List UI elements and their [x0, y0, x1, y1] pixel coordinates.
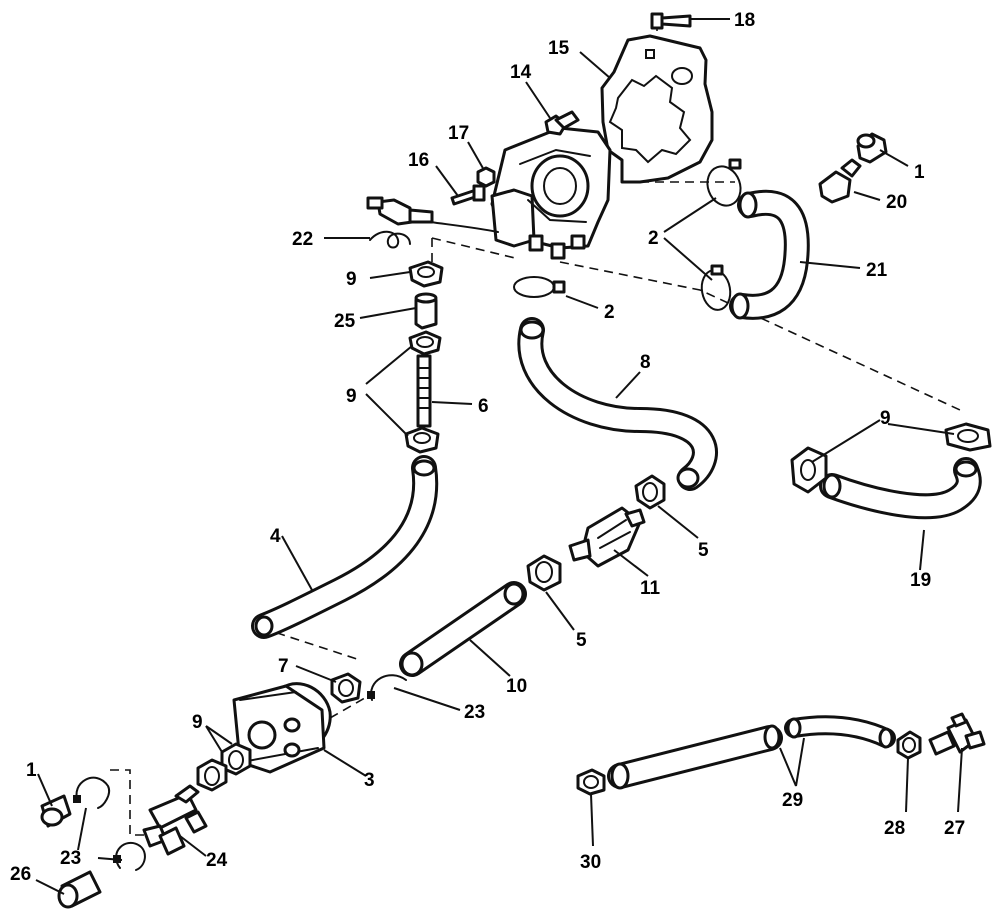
- clamp-9-c: [404, 426, 440, 454]
- mounting-bracket: [600, 34, 714, 184]
- callout-2-lower: 2: [604, 302, 615, 323]
- clamp-5-upper: [634, 474, 666, 510]
- callout-27: 27: [944, 818, 965, 839]
- callout-24: 24: [206, 850, 228, 871]
- callout-9-d: 9: [192, 712, 203, 733]
- screw-16: [450, 184, 486, 206]
- clamp-9-d-lower: [196, 758, 228, 792]
- cap-1-top: [856, 132, 888, 164]
- callout-4: 4: [270, 526, 281, 547]
- hose-4: [251, 455, 439, 639]
- callout-5-upper: 5: [698, 540, 709, 561]
- hose-21: [729, 189, 810, 320]
- clamp-28: [896, 730, 922, 760]
- callout-9-b: 9: [346, 386, 357, 407]
- callout-23-bottom: 23: [60, 848, 81, 869]
- callout-28: 28: [884, 818, 905, 839]
- clamp-2-middle: [700, 264, 732, 311]
- hose-29: [607, 715, 896, 790]
- callout-10: 10: [506, 676, 527, 697]
- clamp-7: [330, 672, 362, 704]
- hose-19: [819, 457, 982, 520]
- callout-9-a: 9: [346, 269, 357, 290]
- spring-clip-22: [369, 230, 411, 249]
- callout-8: 8: [640, 352, 651, 373]
- callout-2-upper: 2: [648, 228, 659, 249]
- callout-1-bottom: 1: [26, 760, 37, 781]
- callout-25: 25: [334, 311, 356, 332]
- clip-23-bottom-b: [113, 841, 146, 871]
- callout-9-c: 9: [880, 408, 891, 429]
- callout-26: 26: [10, 864, 31, 885]
- callout-23-upper: 23: [464, 702, 485, 723]
- callout-30: 30: [580, 852, 601, 873]
- callout-20: 20: [886, 192, 907, 213]
- callout-1-top: 1: [914, 162, 925, 183]
- clamp-5-lower: [526, 554, 562, 592]
- connector-27: [928, 712, 986, 756]
- callout-14: 14: [510, 62, 532, 83]
- primer-3: [232, 682, 332, 774]
- callout-5-lower: 5: [576, 630, 587, 651]
- callout-7: 7: [278, 656, 289, 677]
- nut-17: [476, 166, 496, 188]
- fitting-20: [818, 158, 862, 204]
- clip-23-bottom-a: [73, 776, 110, 809]
- leader-lines: [35, 18, 963, 895]
- screw-18: [650, 12, 692, 30]
- clamp-9-a: [408, 260, 444, 288]
- clamp-2-upper: [706, 158, 742, 207]
- callout-21: 21: [866, 260, 888, 281]
- callout-3: 3: [364, 770, 375, 791]
- callout-labels: 18 15 14 17 16 1 20 22 2 21 9 25 2 8 9 6…: [10, 10, 965, 885]
- clamp-9-b: [408, 330, 442, 356]
- fitting-6: [416, 354, 432, 428]
- clip-23-upper: [367, 674, 407, 701]
- callout-16: 16: [408, 150, 429, 171]
- connector-25: [414, 292, 438, 330]
- cap-1-bottom: [40, 794, 72, 828]
- sleeve-26: [57, 870, 102, 909]
- callout-11: 11: [640, 578, 661, 599]
- hose-10: [399, 581, 527, 677]
- connector-24: [142, 784, 208, 856]
- callout-17: 17: [448, 123, 469, 144]
- clamp-9-right-top: [944, 422, 992, 452]
- callout-6: 6: [478, 396, 489, 417]
- callout-18: 18: [734, 10, 755, 31]
- hose-8: [517, 317, 718, 491]
- callout-22: 22: [292, 229, 313, 250]
- callout-29: 29: [782, 790, 803, 811]
- clamp-30: [576, 768, 606, 796]
- fuel-pump-assembly: [490, 110, 612, 260]
- sensor-with-wire: [366, 196, 499, 233]
- callout-19: 19: [910, 570, 931, 591]
- clamp-2-lower: [513, 276, 566, 298]
- fuel-filter-11: [568, 506, 646, 568]
- callout-15: 15: [548, 38, 570, 59]
